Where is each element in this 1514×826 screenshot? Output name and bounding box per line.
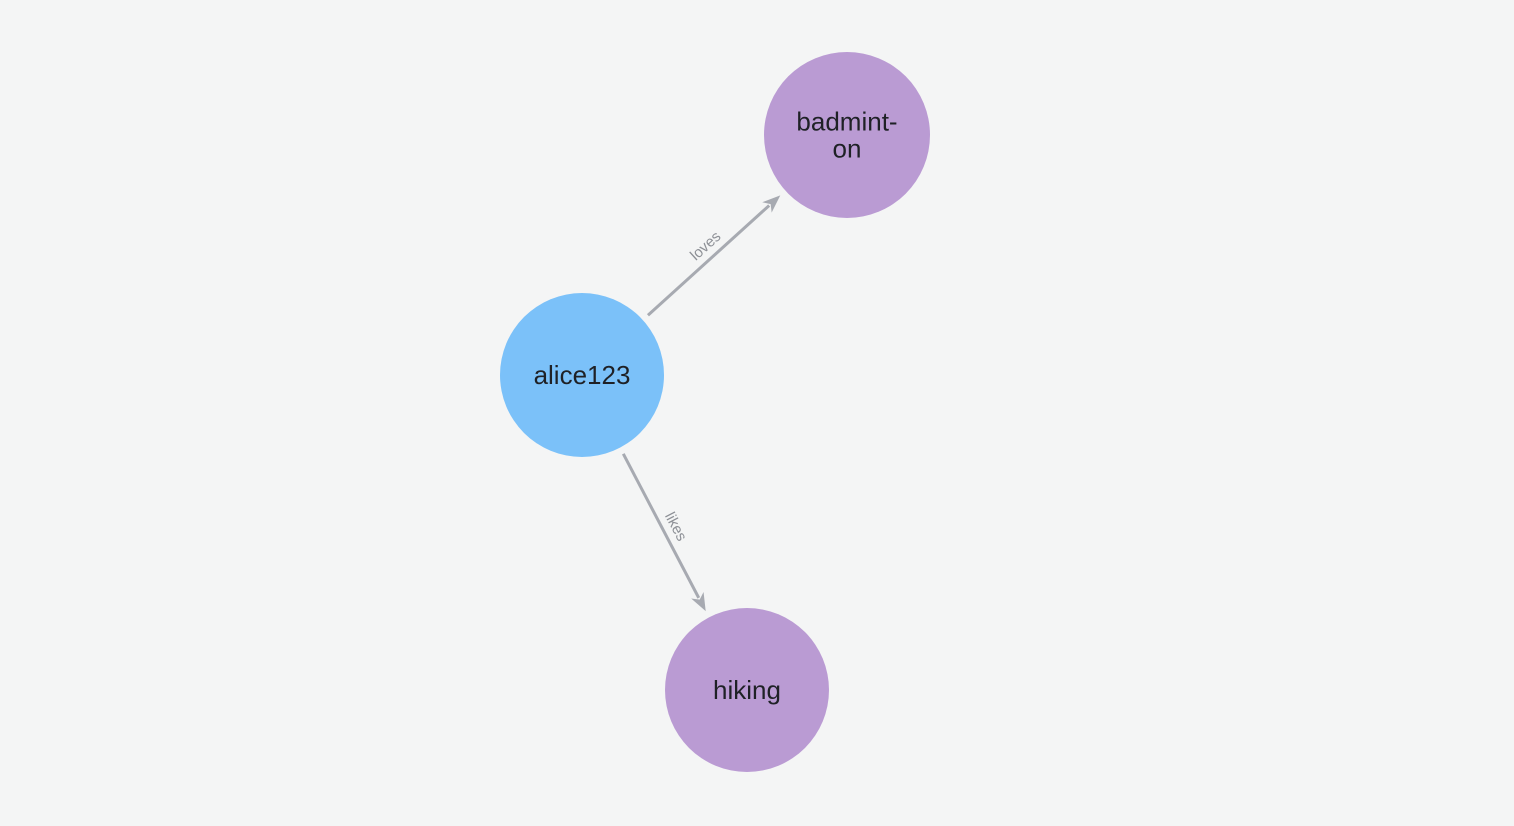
node-hiking[interactable]: hiking bbox=[665, 608, 829, 772]
edge-line[interactable] bbox=[621, 453, 701, 599]
node-alice123[interactable]: alice123 bbox=[500, 293, 664, 457]
edge-likes[interactable]: likes bbox=[621, 453, 706, 612]
edge-label[interactable]: loves bbox=[687, 228, 724, 264]
node-label: hiking bbox=[713, 675, 781, 705]
edge-label[interactable]: likes bbox=[661, 509, 690, 543]
node-label: badmint-on bbox=[796, 107, 897, 164]
edge-line[interactable] bbox=[646, 204, 771, 317]
edge-arrowhead-icon bbox=[762, 195, 781, 213]
node-circle[interactable] bbox=[665, 608, 829, 772]
node-label: alice123 bbox=[534, 360, 631, 390]
node-circle[interactable] bbox=[764, 52, 930, 218]
edge-loves[interactable]: loves bbox=[646, 195, 781, 317]
node-circle[interactable] bbox=[500, 293, 664, 457]
edge-arrowhead-icon bbox=[691, 591, 706, 612]
node-badminton[interactable]: badmint-on bbox=[764, 52, 930, 218]
